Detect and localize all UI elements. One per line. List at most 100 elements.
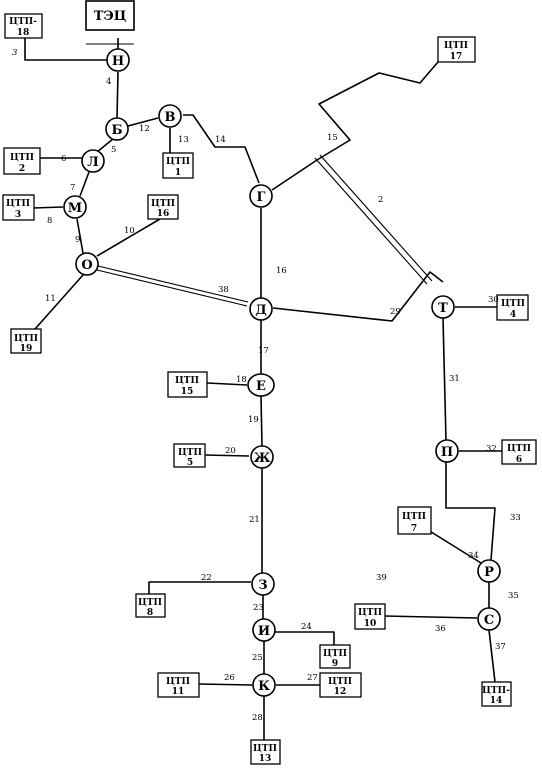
substation-label: ЦТП bbox=[501, 299, 525, 309]
substation-number: 1 bbox=[175, 168, 181, 178]
segment-label-19: 19 bbox=[248, 415, 259, 425]
substation-13: ЦТП 13 bbox=[250, 739, 281, 765]
pipe-3 bbox=[24, 38, 107, 61]
segment-label-22: 22 bbox=[201, 573, 212, 583]
node-label: Т bbox=[438, 301, 448, 316]
pipe-19 bbox=[260, 395, 263, 447]
pipe-15 bbox=[271, 61, 439, 191]
substation-number: 2 bbox=[19, 164, 25, 174]
substation-19: ЦТП 19 bbox=[10, 328, 42, 354]
segment-label-24: 24 bbox=[301, 622, 312, 632]
segment-label-25: 25 bbox=[252, 653, 263, 663]
node-T: Т bbox=[431, 295, 455, 319]
pipe-7 bbox=[79, 171, 90, 197]
node-M: М bbox=[63, 195, 87, 219]
segment-label-23: 23 bbox=[253, 603, 264, 613]
substation-number: 6 bbox=[516, 455, 522, 465]
node-O: О bbox=[75, 252, 99, 276]
pipe-37 bbox=[488, 629, 496, 683]
substation-number: 12 bbox=[334, 687, 347, 697]
segment-labels: 2 3 4 5 6 7 8 9 10 11 12 13 14 15 16 17 … bbox=[12, 48, 521, 723]
substation-number: 9 bbox=[332, 659, 338, 669]
segment-label-6: 6 bbox=[61, 154, 66, 164]
substation-12: ЦТП 12 bbox=[319, 672, 362, 698]
substation-number: 8 bbox=[147, 608, 153, 618]
pipe-20 bbox=[204, 454, 250, 457]
tec-box bbox=[85, 0, 135, 31]
substation-label: ЦТП bbox=[444, 41, 468, 51]
segment-label-17: 17 bbox=[258, 346, 269, 356]
node-N: Н bbox=[106, 48, 130, 72]
pipe-31 bbox=[442, 317, 447, 441]
node-G: Г bbox=[249, 184, 273, 208]
pipe-14 bbox=[183, 114, 260, 184]
pipe-22 bbox=[148, 581, 251, 594]
substation-label: ЦТП- bbox=[9, 17, 37, 27]
segment-label-31: 31 bbox=[449, 374, 460, 384]
substation-17: ЦТП 17 bbox=[437, 36, 476, 63]
substation-number: 14 bbox=[490, 696, 503, 706]
tec-label: ТЭЦ bbox=[94, 9, 127, 24]
node-V: В bbox=[158, 104, 182, 128]
segment-label-28: 28 bbox=[252, 713, 263, 723]
node-E: Е bbox=[247, 373, 275, 397]
segment-label-18: 18 bbox=[236, 375, 247, 385]
segment-label-15: 15 bbox=[327, 133, 338, 143]
substations: ЦТП- 18 ЦТП 17 ЦТП 2 ЦТП 1 ЦТП 3 ЦТП 16 bbox=[2, 13, 537, 765]
substation-number: 5 bbox=[187, 458, 193, 468]
segment-label-16: 16 bbox=[276, 266, 287, 276]
substation-label: ЦТП bbox=[358, 608, 382, 618]
substation-label: ЦТП bbox=[323, 649, 347, 659]
substation-label: ЦТП bbox=[6, 199, 30, 209]
segment-label-2: 2 bbox=[378, 195, 383, 205]
node-I: И bbox=[252, 618, 276, 642]
substation-number: 3 bbox=[15, 210, 21, 220]
substation-14: ЦТП- 14 bbox=[481, 681, 512, 707]
segment-label-9: 9 bbox=[75, 235, 80, 245]
substation-4: ЦТП 4 bbox=[496, 294, 529, 321]
node-R: Р bbox=[477, 559, 501, 583]
node-D: Д bbox=[249, 297, 273, 321]
substation-label: ЦТП bbox=[14, 334, 38, 344]
segment-label-7: 7 bbox=[70, 183, 75, 193]
substation-label: ЦТП bbox=[175, 376, 199, 386]
segment-label-32: 32 bbox=[486, 444, 497, 454]
segment-label-12: 12 bbox=[139, 124, 150, 134]
pipe-11 bbox=[34, 274, 84, 330]
double-pipe-2-a bbox=[314, 157, 428, 285]
node-label: Е bbox=[256, 379, 266, 394]
tec-source: ТЭЦ bbox=[85, 0, 135, 31]
substation-label: ЦТП bbox=[178, 448, 202, 458]
double-pipe-2-b bbox=[319, 154, 433, 282]
segment-label-35: 35 bbox=[508, 591, 519, 601]
substation-label: ЦТП bbox=[151, 199, 175, 209]
segment-label-14: 14 bbox=[215, 135, 226, 145]
segment-label-29: 29 bbox=[390, 307, 401, 317]
node-P: П bbox=[435, 439, 459, 463]
segment-label-3: 3 bbox=[12, 48, 17, 58]
pipe-34 bbox=[427, 529, 482, 564]
node-Z: З bbox=[251, 572, 275, 596]
substation-15: ЦТП 15 bbox=[167, 371, 208, 398]
node-label: О bbox=[81, 258, 92, 273]
pipe-10 bbox=[96, 218, 161, 257]
substation-2: ЦТП 2 bbox=[3, 147, 41, 175]
double-pipe-lines bbox=[96, 154, 433, 307]
substation-label: ЦТП bbox=[166, 157, 190, 167]
node-label: И bbox=[258, 624, 270, 639]
segment-label-39: 39 bbox=[376, 573, 387, 583]
node-label: Н bbox=[112, 54, 124, 69]
substation-number: 4 bbox=[510, 310, 516, 320]
substation-number: 10 bbox=[364, 619, 377, 629]
segment-label-11: 11 bbox=[45, 294, 56, 304]
substation-number: 13 bbox=[259, 754, 272, 764]
pipe-26 bbox=[198, 683, 253, 686]
segment-label-4: 4 bbox=[106, 77, 111, 87]
substation-label: ЦТП bbox=[253, 744, 277, 754]
segment-label-21: 21 bbox=[249, 515, 260, 525]
node-label: В bbox=[165, 110, 176, 125]
substation-3: ЦТП 3 bbox=[2, 194, 35, 221]
node-label: З bbox=[258, 578, 267, 593]
segment-label-37: 37 bbox=[495, 642, 506, 652]
